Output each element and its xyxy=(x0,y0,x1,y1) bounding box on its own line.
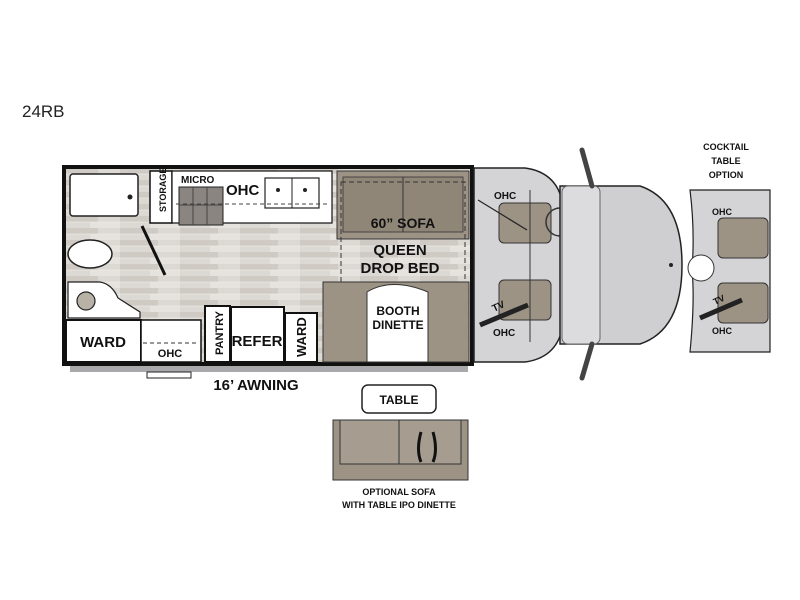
model-name: 24RB xyxy=(22,102,65,121)
sofa-option-caption-2: WITH TABLE IPO DINETTE xyxy=(342,500,456,510)
storage-label: STORAGE xyxy=(158,168,168,212)
ward-bath-label: WARD xyxy=(80,334,126,351)
cocktail-tv: TV xyxy=(712,293,727,307)
optional-table-label: TABLE xyxy=(379,393,418,407)
sofa-label: 60” SOFA xyxy=(371,215,436,231)
cab-ohc-bottom: OHC xyxy=(493,328,515,339)
dinette-table xyxy=(366,284,429,363)
booth-label-1: BOOTH xyxy=(376,304,419,318)
awning-bar xyxy=(70,364,468,372)
ward-bath xyxy=(65,319,142,363)
cocktail-seat-bottom xyxy=(717,282,769,324)
cab-ohc-top: OHC xyxy=(494,191,516,202)
mirror-left xyxy=(579,147,595,189)
cocktail-ohc-top: OHC xyxy=(712,207,733,217)
sink-icon xyxy=(76,291,96,311)
cocktail-seat-top xyxy=(717,217,769,259)
queen-label-1: QUEEN xyxy=(373,242,426,259)
ohc-bath-cabinet xyxy=(140,319,202,363)
refer-label: REFER xyxy=(232,333,283,350)
optional-table xyxy=(361,384,437,414)
cocktail-ohc-bottom: OHC xyxy=(712,326,733,336)
pantry-label: PANTRY xyxy=(214,310,226,355)
tv-mount xyxy=(479,302,529,328)
ohc-kitchen-label: OHC xyxy=(226,182,260,199)
micro-label: MICRO xyxy=(181,175,215,186)
stove-icon xyxy=(178,186,224,226)
awning-label: 16’ AWNING xyxy=(213,377,298,394)
cab-tv-label: TV xyxy=(491,299,508,315)
cocktail-line3: OPTION xyxy=(709,170,744,180)
cocktail-line1: COCKTAIL xyxy=(703,142,749,152)
ward-kitchen xyxy=(284,312,318,363)
driver-seat xyxy=(498,202,552,244)
bath-door xyxy=(140,225,167,276)
entry-step xyxy=(146,371,192,379)
pantry xyxy=(204,305,231,363)
toilet xyxy=(67,239,113,269)
shower xyxy=(69,173,139,217)
queen-label-2: DROP BED xyxy=(361,260,440,277)
ward-kitchen-label: WARD xyxy=(294,317,309,357)
booth-label-2: DINETTE xyxy=(372,318,423,332)
ohc-bath-label: OHC xyxy=(158,348,183,360)
cocktail-table xyxy=(687,254,715,282)
cab xyxy=(473,167,563,363)
windshield xyxy=(561,185,601,345)
cocktail-line2: TABLE xyxy=(711,156,740,166)
mirror-right xyxy=(579,341,595,381)
shower-drain xyxy=(127,194,133,200)
sofa-option-caption-1: OPTIONAL SOFA xyxy=(362,487,436,497)
